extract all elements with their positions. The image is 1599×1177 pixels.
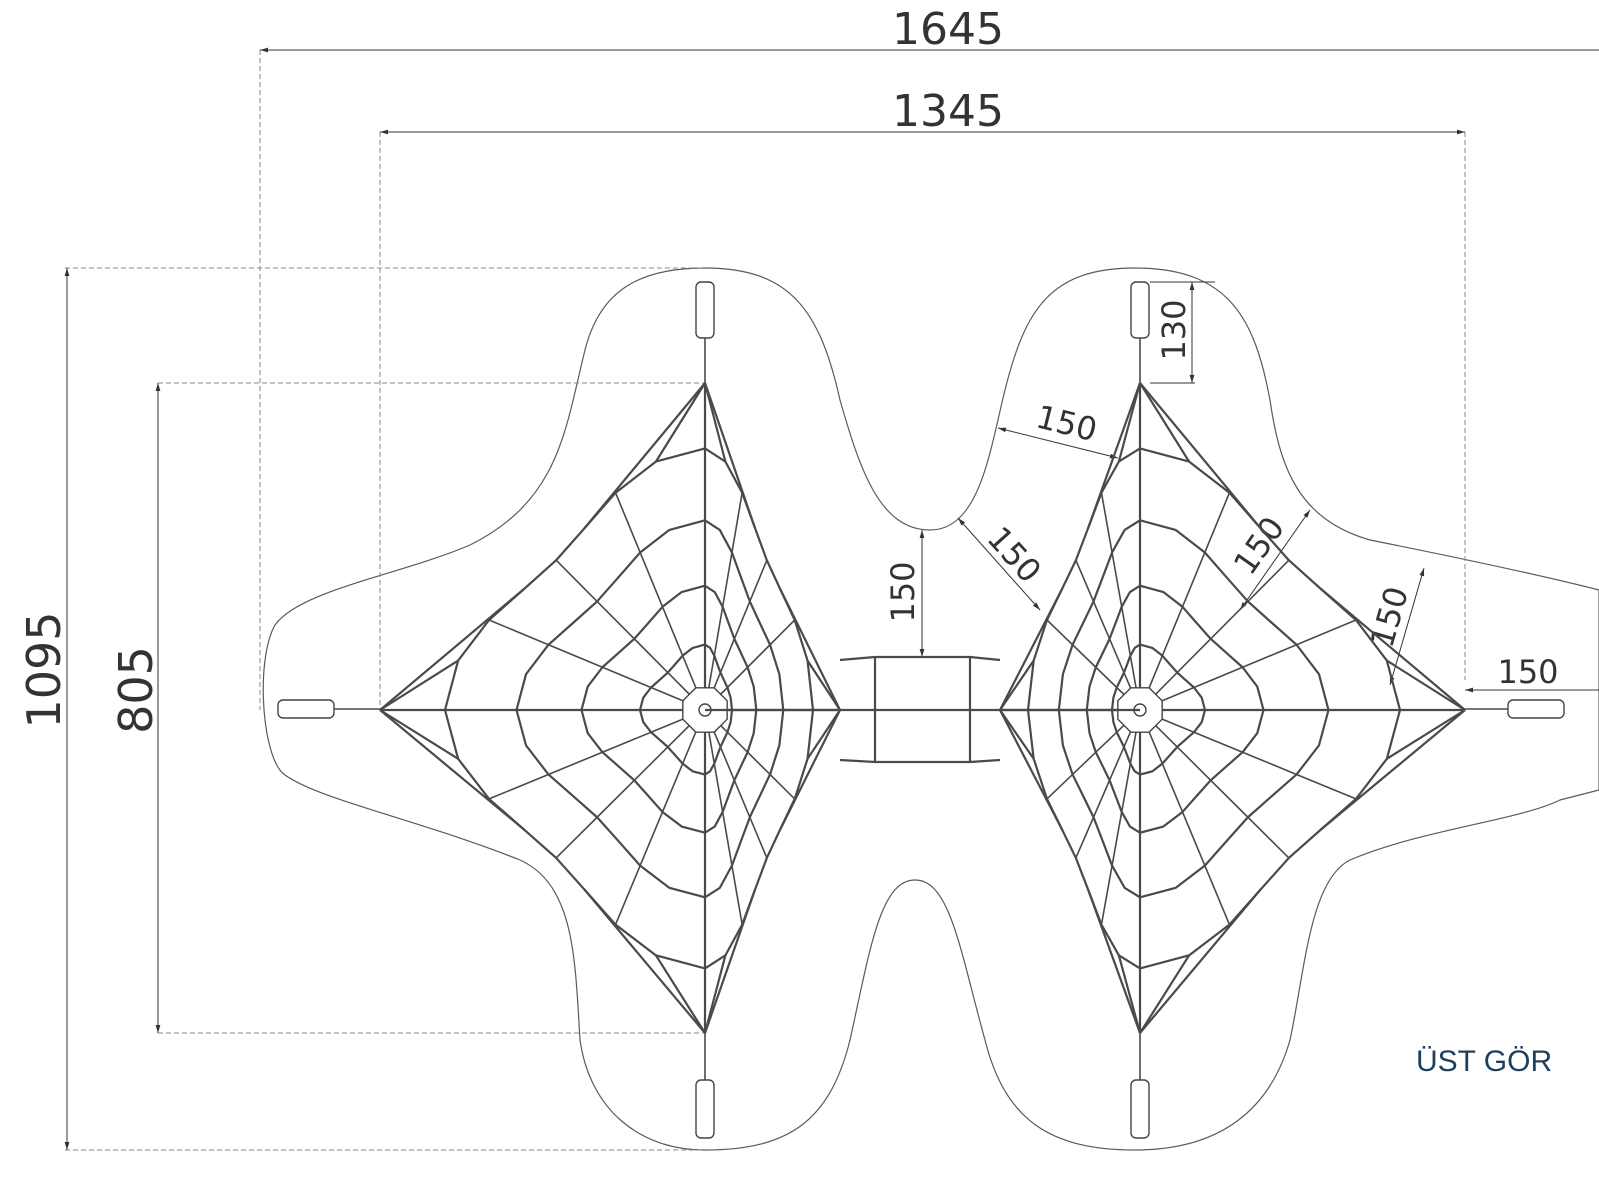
anchor-plate-top-left: [695, 281, 715, 383]
net-edge: [379, 709, 459, 760]
dim-frame-height: 805: [109, 646, 163, 734]
net-radial: [488, 619, 706, 711]
dim-clearance-center: 150: [884, 561, 922, 622]
rope-net-right: [999, 382, 1466, 1034]
net-edge: [654, 954, 706, 1034]
net-radial: [555, 709, 706, 859]
net-edge: [1139, 382, 1262, 530]
net-radial: [1075, 709, 1141, 859]
net-edge: [583, 888, 706, 1034]
net-radial: [704, 492, 743, 711]
safety-zone-outline: [262, 267, 1599, 1151]
dim-overall-width: 1645: [892, 4, 1004, 55]
net-edge: [999, 659, 1035, 711]
net-radial: [1139, 619, 1357, 711]
net-radial: [704, 709, 743, 925]
dim-overall-height: 1095: [17, 611, 71, 728]
net-edge: [1319, 709, 1466, 831]
dimension-lines: [64, 47, 1599, 1150]
anchor-plate-left: [277, 699, 380, 719]
dim-frame-width: 1345: [892, 86, 1004, 137]
dim-clearance-diag-right: 150: [1226, 510, 1292, 582]
net-edge: [999, 588, 1064, 711]
ground-anchors: [277, 281, 1565, 1139]
net-edge: [583, 382, 706, 530]
net-edge: [1319, 587, 1466, 711]
net-edge: [1139, 382, 1191, 463]
net-radial: [1139, 559, 1290, 711]
net-radial: [1100, 709, 1141, 925]
view-caption: ÜST GÖR: [1416, 1045, 1552, 1078]
net-radial: [704, 559, 768, 711]
net-edge: [1117, 382, 1142, 462]
net-edge: [703, 382, 757, 529]
anchor-plate-right: [1465, 699, 1565, 719]
net-radial: [1139, 492, 1231, 711]
net-edge: [654, 382, 706, 463]
net-edge: [999, 709, 1064, 831]
net-radial: [488, 709, 706, 800]
net-edge: [806, 659, 841, 711]
net-radial: [1139, 709, 1357, 800]
anchor-plate-bottom-right: [1130, 1033, 1150, 1139]
net-edge: [379, 587, 526, 711]
anchor-plate-top-right: [1130, 281, 1150, 383]
dim-clearance-diag-center: 150: [980, 519, 1049, 590]
net-edge: [806, 709, 841, 760]
anchor-plate-bottom-left: [695, 1033, 715, 1139]
dim-clearance-end: 150: [1497, 653, 1558, 691]
net-edge: [379, 709, 526, 831]
net-edge: [703, 889, 757, 1034]
net-edge: [1087, 382, 1142, 529]
rope-net-left: [379, 382, 841, 1034]
net-radial: [1139, 709, 1290, 859]
net-ring-3: [1026, 447, 1402, 970]
net-edge: [1386, 709, 1466, 760]
extension-lines: [65, 50, 1466, 1151]
net-edge: [779, 588, 841, 711]
net-radial: [555, 559, 706, 711]
net-edge: [703, 955, 727, 1034]
net-radial: [614, 709, 706, 925]
dim-anchor-length: 130: [1155, 299, 1193, 360]
net-edge: [1139, 888, 1262, 1034]
net-edge: [779, 709, 841, 831]
net-edge: [999, 709, 1035, 760]
net-edge: [1386, 659, 1466, 711]
net-radial: [1139, 709, 1231, 925]
net-radial: [704, 709, 768, 859]
net-radial: [1100, 492, 1141, 711]
dim-clearance-top-left: 150: [1032, 398, 1100, 450]
net-radial: [614, 492, 706, 711]
net-edge: [379, 659, 459, 711]
net-edge: [1087, 889, 1142, 1034]
net-edge: [1139, 954, 1191, 1034]
rope-bridge: [705, 655, 1140, 764]
net-radial: [1075, 559, 1141, 711]
